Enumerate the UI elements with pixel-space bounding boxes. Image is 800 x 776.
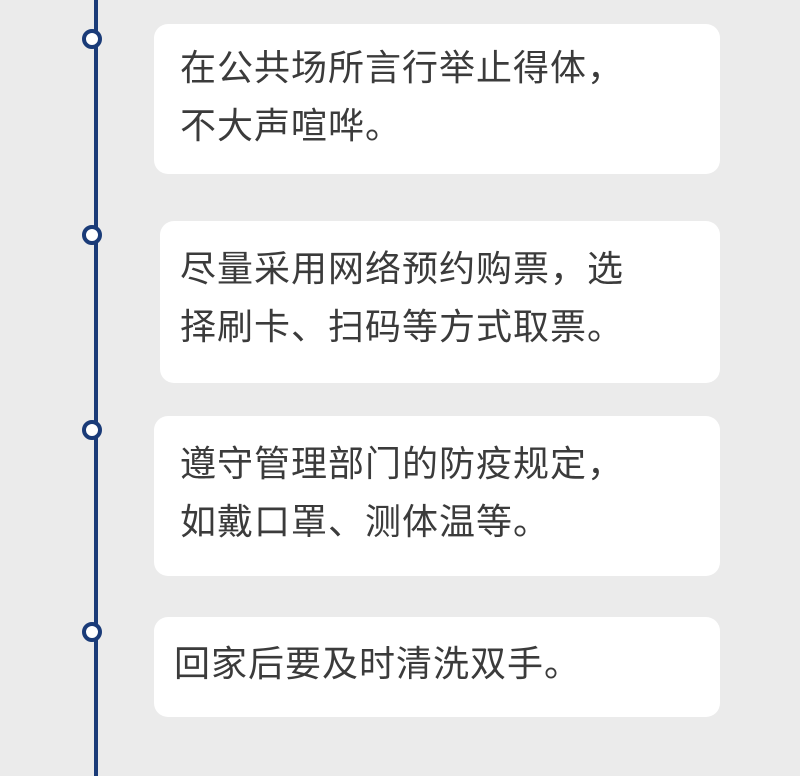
card-text-line: 择刷卡、扫码等方式取票。: [180, 307, 625, 348]
card-text-line: 在公共场所言行举止得体，: [180, 48, 625, 89]
timeline-node-icon: [82, 420, 102, 440]
timeline-card: 在公共场所言行举止得体， 不大声喧哗。: [154, 24, 720, 174]
timeline-card: 回家后要及时清洗双手。: [154, 617, 720, 717]
card-text-line: 回家后要及时清洗双手。: [174, 644, 582, 685]
card-text-line: 如戴口罩、测体温等。: [180, 502, 551, 543]
card-text-line: 尽量采用网络预约购票，选: [180, 249, 625, 290]
card-text-line: 遵守管理部门的防疫规定，: [180, 444, 625, 485]
timeline-card: 尽量采用网络预约购票，选 择刷卡、扫码等方式取票。: [160, 221, 720, 383]
timeline-node-icon: [82, 622, 102, 642]
timeline-node-icon: [82, 225, 102, 245]
timeline-node-icon: [82, 29, 102, 49]
timeline-card: 遵守管理部门的防疫规定， 如戴口罩、测体温等。: [154, 416, 720, 576]
card-text-line: 不大声喧哗。: [180, 106, 403, 147]
timeline-line: [94, 0, 98, 776]
